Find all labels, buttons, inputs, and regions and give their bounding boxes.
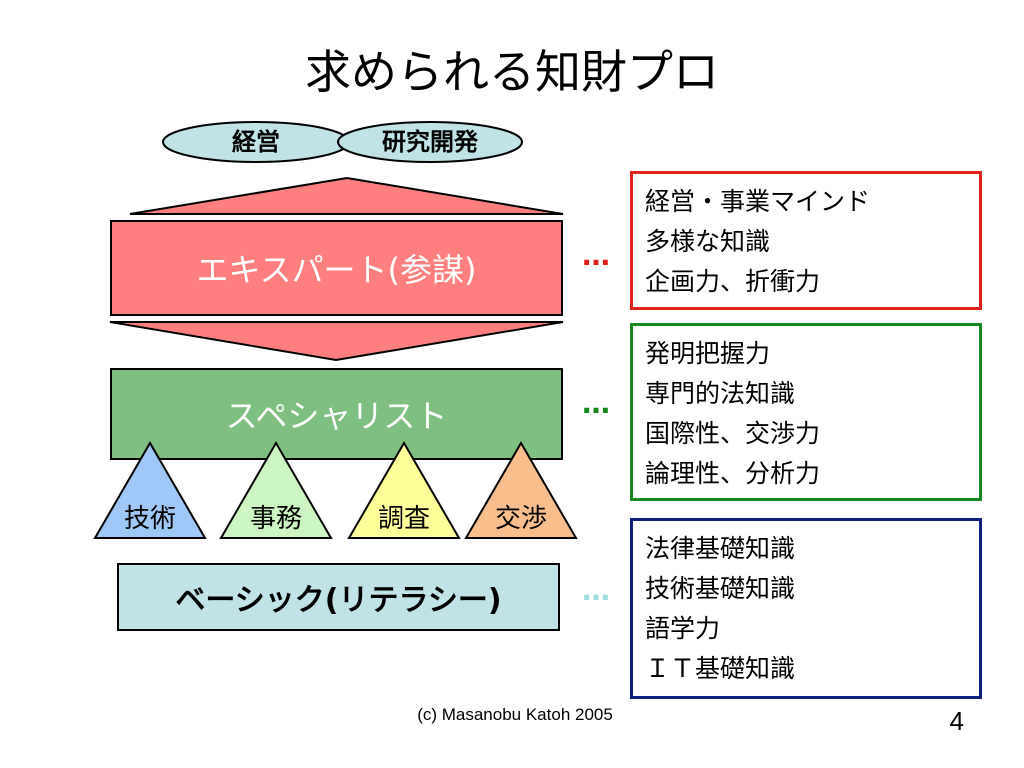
- expert-tier-label: エキスパート(参謀): [196, 251, 477, 289]
- basic-skill-item: 法律基礎知識: [645, 534, 796, 563]
- triangle-administration-label: 事務: [250, 504, 302, 534]
- oval-management-label: 経営: [232, 128, 280, 156]
- copyright-footer: (c) Masanobu Katoh 2005: [417, 705, 613, 724]
- basic-tier-label: ベーシック(リテラシー): [175, 583, 502, 618]
- specialist-skill-item: 発明把握力: [645, 339, 771, 368]
- page-number: 4: [949, 706, 964, 736]
- ellipsis-expert: …: [582, 239, 610, 272]
- triangle-administration: [219, 441, 333, 539]
- expert-skill-item: 多様な知識: [645, 227, 771, 256]
- basic-skill-item: ＩＴ基礎知識: [645, 654, 796, 683]
- expert-skills-box: 経営・事業マインド 多様な知識 企画力、折衝力: [630, 171, 982, 310]
- slide-title: 求められる知財プロ: [305, 45, 719, 99]
- basic-skills-box: 法律基礎知識 技術基礎知識 語学力 ＩＴ基礎知識: [630, 518, 982, 699]
- ellipsis-specialist: …: [582, 387, 610, 420]
- specialist-skills-box: 発明把握力 専門的法知識 国際性、交渉力 論理性、分析力: [630, 323, 982, 501]
- basic-skill-item: 技術基礎知識: [645, 574, 796, 603]
- triangle-negotiation: [464, 441, 578, 539]
- specialist-skill-item: 国際性、交渉力: [645, 419, 821, 448]
- specialist-tier-box: スペシャリスト: [110, 368, 563, 460]
- expert-tier-box: エキスパート(参謀): [110, 220, 563, 316]
- expert-skill-item: 企画力、折衝力: [645, 267, 821, 296]
- basic-skill-item: 語学力: [645, 614, 721, 643]
- specialist-skill-item: 専門的法知識: [645, 379, 796, 408]
- oval-rnd: [337, 121, 523, 163]
- expert-top-chevron: [129, 176, 564, 215]
- expert-bottom-chevron: [109, 321, 564, 362]
- expert-skill-item: 経営・事業マインド: [645, 187, 871, 216]
- specialist-tier-label: スペシャリスト: [225, 397, 448, 435]
- specialist-skill-item: 論理性、分析力: [645, 459, 821, 488]
- oval-rnd-label: 研究開発: [382, 128, 479, 156]
- triangle-research-label: 調査: [378, 504, 430, 534]
- triangle-negotiation-label: 交渉: [495, 504, 547, 534]
- triangle-technology-label: 技術: [124, 504, 176, 534]
- triangle-technology: [93, 441, 207, 539]
- triangle-research: [347, 441, 461, 539]
- ellipsis-basic: …: [582, 574, 610, 607]
- basic-tier-box: ベーシック(リテラシー): [117, 563, 560, 631]
